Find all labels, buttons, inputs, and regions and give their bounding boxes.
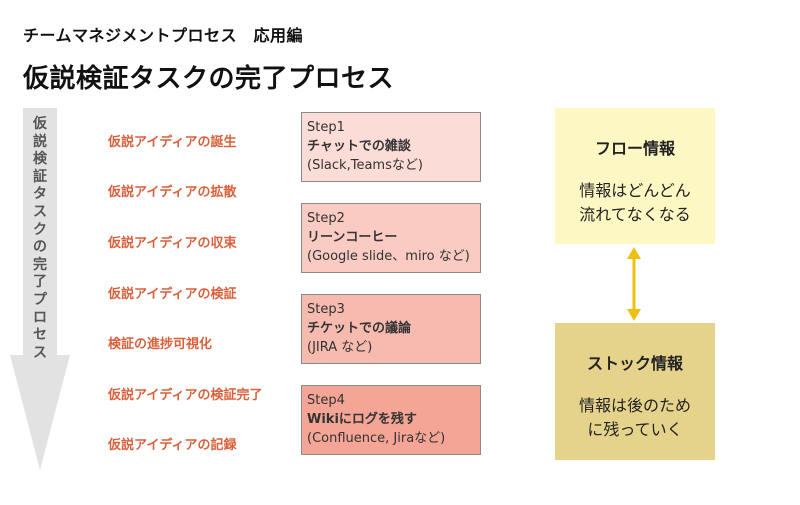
step-label: Step2	[307, 211, 345, 226]
phase-label-4: 仮説アイディアの検証	[108, 287, 237, 302]
step-title: Wikiにログを残す	[307, 412, 417, 427]
page-subtitle: チームマネジメントプロセス 応用編	[23, 26, 304, 45]
step-detail: (JIRA など)	[307, 340, 373, 355]
phase-label-2: 仮説アイディアの拡散	[108, 185, 237, 200]
connector-head-up	[627, 247, 641, 259]
connector-head-down	[627, 309, 641, 321]
phase-label-3: 仮説アイディアの収束	[108, 236, 237, 251]
step-box-1: Step1 チャットでの雑談 (Slack,Teamsなど)	[301, 112, 481, 182]
step-title: チケットでの議論	[307, 321, 412, 336]
flow-info-line-1: 情報はどんどん	[579, 181, 691, 200]
step-title: リーンコーヒー	[307, 230, 398, 245]
step-label: Step1	[307, 120, 345, 135]
phase-label-7: 仮説アイディアの記録	[108, 438, 237, 453]
step-label: Step4	[307, 393, 345, 408]
flow-info-line-2: 流れてなくなる	[579, 205, 691, 224]
step-box-4: Step4 Wikiにログを残す (Confluence, Jiraなど)	[301, 385, 481, 455]
flow-arrow-label: 仮説検証タスクの完了プロセス	[33, 116, 47, 361]
step-detail: (Google slide、miro など)	[307, 249, 470, 264]
flow-info-box: フロー情報 情報はどんどん 流れてなくなる	[555, 108, 715, 244]
stock-info-title: ストック情報	[586, 354, 683, 373]
page-title: 仮説検証タスクの完了プロセス	[23, 64, 395, 94]
stock-info-line-1: 情報は後のため	[578, 396, 691, 415]
flow-arrow-shape	[10, 108, 70, 470]
phase-label-6: 仮説アイディアの検証完了	[108, 388, 263, 403]
step-detail: (Slack,Teamsなど)	[307, 158, 423, 173]
flow-info-title: フロー情報	[594, 139, 675, 158]
step-box-3: Step3 チケットでの議論 (JIRA など)	[301, 294, 481, 364]
stock-info-line-2: に残っていく	[587, 420, 683, 439]
phase-label-1: 仮説アイディアの誕生	[108, 135, 237, 150]
step-detail: (Confluence, Jiraなど)	[307, 431, 446, 446]
step-box-2: Step2 リーンコーヒー (Google slide、miro など)	[301, 203, 481, 273]
phase-label-5: 検証の進捗可視化	[108, 337, 213, 352]
stock-info-box: ストック情報 情報は後のため に残っていく	[555, 323, 715, 460]
step-label: Step3	[307, 302, 345, 317]
step-title: チャットでの雑談	[307, 139, 411, 154]
